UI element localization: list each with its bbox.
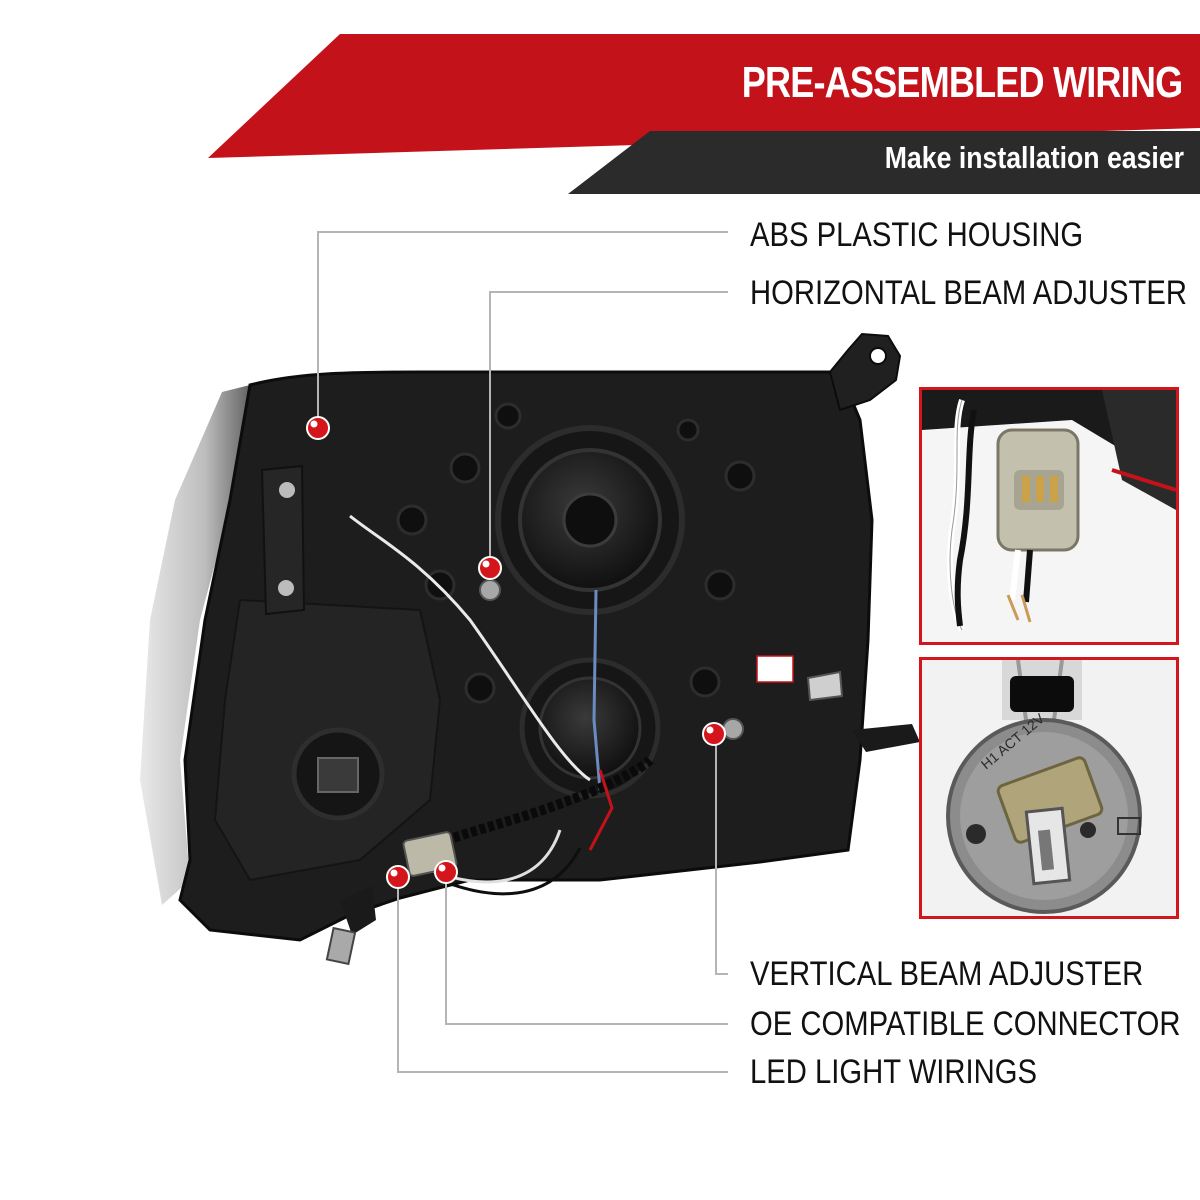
callout-led-wirings: LED LIGHT WIRINGS xyxy=(750,1053,1038,1091)
banner-title: PRE-ASSEMBLED WIRING xyxy=(741,58,1182,107)
leader-led xyxy=(397,877,728,1073)
banner-subtitle: Make installation easier xyxy=(884,140,1184,175)
marker-vertical xyxy=(702,722,726,746)
mounting-tab xyxy=(828,332,902,412)
red-wire xyxy=(588,769,614,851)
left-bracket xyxy=(260,464,306,616)
side-tab xyxy=(852,724,920,752)
marker-oe xyxy=(434,860,458,884)
connector-inset xyxy=(919,387,1179,645)
callout-horizontal-adjuster: HORIZONTAL BEAM ADJUSTER xyxy=(750,274,1188,312)
subtitle-ribbon xyxy=(568,131,1200,194)
callout-oe-connector: OE COMPATIBLE CONNECTOR xyxy=(750,1005,1181,1043)
leader-abs xyxy=(317,231,728,428)
leader-vertical xyxy=(715,734,728,975)
horizontal-adjuster-screw xyxy=(479,579,501,601)
title-ribbon xyxy=(208,34,1200,158)
leader-oe xyxy=(445,872,728,1025)
marker-led xyxy=(386,865,410,889)
lens-edge xyxy=(140,380,270,905)
bulb-inset: H1 ACT 12V xyxy=(919,657,1179,919)
low-beam-cap xyxy=(538,676,642,780)
callout-abs-housing: ABS PLASTIC HOUSING xyxy=(750,216,1084,254)
callout-vertical-adjuster: VERTICAL BEAM ADJUSTER xyxy=(750,955,1144,993)
vertical-adjuster-screw xyxy=(722,718,744,740)
marker-horizontal xyxy=(478,556,502,580)
banner-shapes xyxy=(208,34,1200,194)
bulb-plug xyxy=(340,886,376,935)
qc-sticker xyxy=(756,655,794,683)
led-wire-white xyxy=(349,514,591,782)
leader-horizontal xyxy=(489,291,728,568)
bulb-wire xyxy=(592,589,602,791)
connector-inset-image xyxy=(922,390,1176,642)
marker-abs xyxy=(306,416,330,440)
bulb-inset-image: H1 ACT 12V xyxy=(922,660,1176,916)
